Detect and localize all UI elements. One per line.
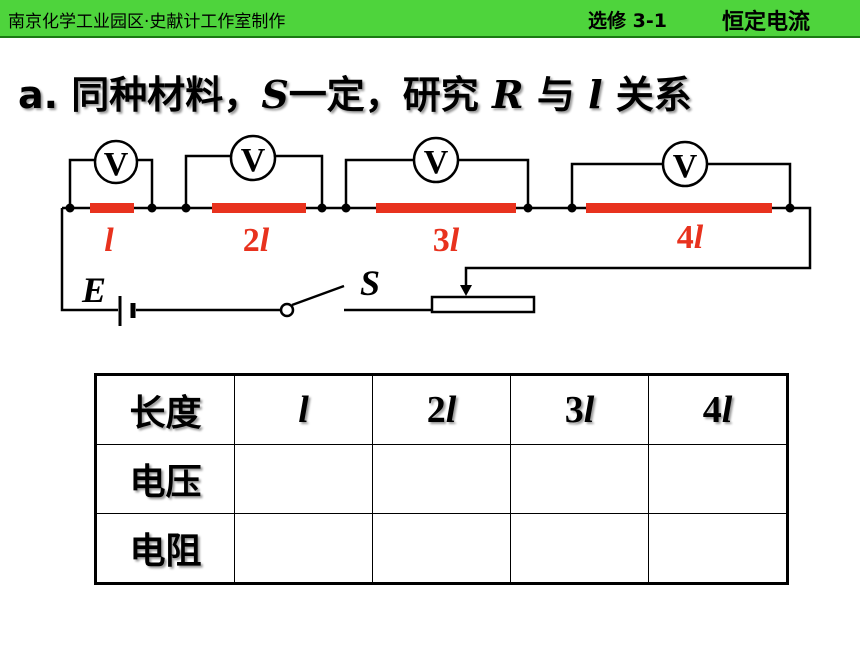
battery-label: E — [81, 270, 106, 310]
vm1-left-lead — [68, 158, 96, 208]
header-bar: 南京化学工业园区·史献计工作室制作 选修 3-1 恒定电流 — [0, 0, 860, 38]
row-header-length: 长度 — [95, 374, 235, 445]
vm2-right-lead — [276, 154, 324, 208]
switch-label: S — [360, 263, 380, 303]
data-table: 长度 l 2l 3l 4l 电压 电阻 — [94, 373, 789, 585]
voltmeter-4: V — [661, 140, 709, 188]
voltmeter-label: V — [241, 142, 266, 179]
title-var-r: R — [492, 72, 524, 117]
junction-dot — [523, 203, 533, 213]
header-topic: 恒定电流 — [722, 10, 811, 35]
left-wire-to-battery — [60, 208, 118, 312]
title-part2: 一定，研究 — [288, 73, 492, 117]
table-cell: 4l — [648, 374, 788, 445]
vm1-right-lead — [136, 158, 154, 208]
table-row: 电压 — [95, 444, 788, 514]
table-cell: l — [234, 374, 373, 445]
voltmeter-circle — [229, 134, 277, 182]
right-wire-to-rheostat — [464, 206, 812, 288]
table-cell-empty — [234, 444, 373, 514]
vm2-left-lead — [184, 154, 230, 208]
junction-dots — [65, 203, 795, 213]
vm4-left-lead — [570, 162, 662, 208]
voltmeter-label: V — [104, 146, 129, 183]
header-studio-name: 南京化学工业园区·史献计工作室制作 — [8, 12, 286, 32]
voltmeter-label: V — [673, 148, 698, 185]
junction-dot — [181, 203, 191, 213]
voltmeter-circle — [661, 140, 709, 188]
battery-symbol — [118, 296, 136, 326]
table-cell: 3l — [510, 374, 649, 445]
slide-title: a. 同种材料，S一定，研究 R 与 l 关系 — [18, 64, 692, 119]
junction-dot — [341, 203, 351, 213]
title-part1: a. 同种材料， — [18, 73, 262, 117]
junction-dot — [317, 203, 327, 213]
title-var-l: l — [588, 72, 603, 117]
voltmeter-2: V — [229, 134, 277, 182]
vm4-right-lead — [708, 162, 792, 208]
segment-label-4l: 4l — [677, 219, 704, 256]
table-cell-empty — [372, 513, 511, 584]
header-course: 选修 3-1 — [588, 10, 667, 32]
row-header-resistance: 电阻 — [95, 513, 235, 584]
resistor-l — [90, 203, 134, 213]
table-cell-empty — [372, 444, 511, 514]
table-cell-empty — [648, 513, 788, 584]
switch-pivot — [279, 302, 295, 318]
resistor-segments — [90, 203, 772, 213]
table-cell: 2l — [372, 374, 511, 445]
title-var-s: S — [261, 72, 289, 117]
rheostat-body — [430, 295, 536, 314]
voltmeter-1: V — [93, 139, 139, 185]
junction-dot — [65, 203, 75, 213]
table-row: 长度 l 2l 3l 4l — [95, 374, 788, 445]
table-row: 电阻 — [95, 513, 788, 584]
voltmeter-label: V — [424, 144, 449, 181]
switch-blade — [291, 284, 345, 307]
vm3-left-lead — [344, 158, 414, 208]
table-cell-empty — [510, 444, 649, 514]
row-header-voltage: 电压 — [95, 444, 235, 514]
resistor-3l — [376, 203, 516, 213]
table-cell-empty — [510, 513, 649, 584]
segment-label-l: l — [104, 222, 114, 259]
junction-dot — [567, 203, 577, 213]
voltmeter-3: V — [412, 136, 460, 184]
table-cell-empty — [648, 444, 788, 514]
segment-label-3l: 3l — [433, 222, 460, 259]
resistor-4l — [586, 203, 772, 213]
table-cell-empty — [234, 513, 373, 584]
title-part3: 与 — [523, 73, 589, 117]
voltmeter-circle — [412, 136, 460, 184]
segment-label-2l: 2l — [243, 222, 270, 259]
vm3-right-lead — [458, 158, 530, 208]
rheostat-slider-arrow — [460, 285, 472, 296]
voltmeter-circle — [93, 139, 139, 185]
title-part4: 关系 — [602, 73, 692, 117]
junction-dot — [785, 203, 795, 213]
junction-dot — [147, 203, 157, 213]
resistor-2l — [212, 203, 306, 213]
